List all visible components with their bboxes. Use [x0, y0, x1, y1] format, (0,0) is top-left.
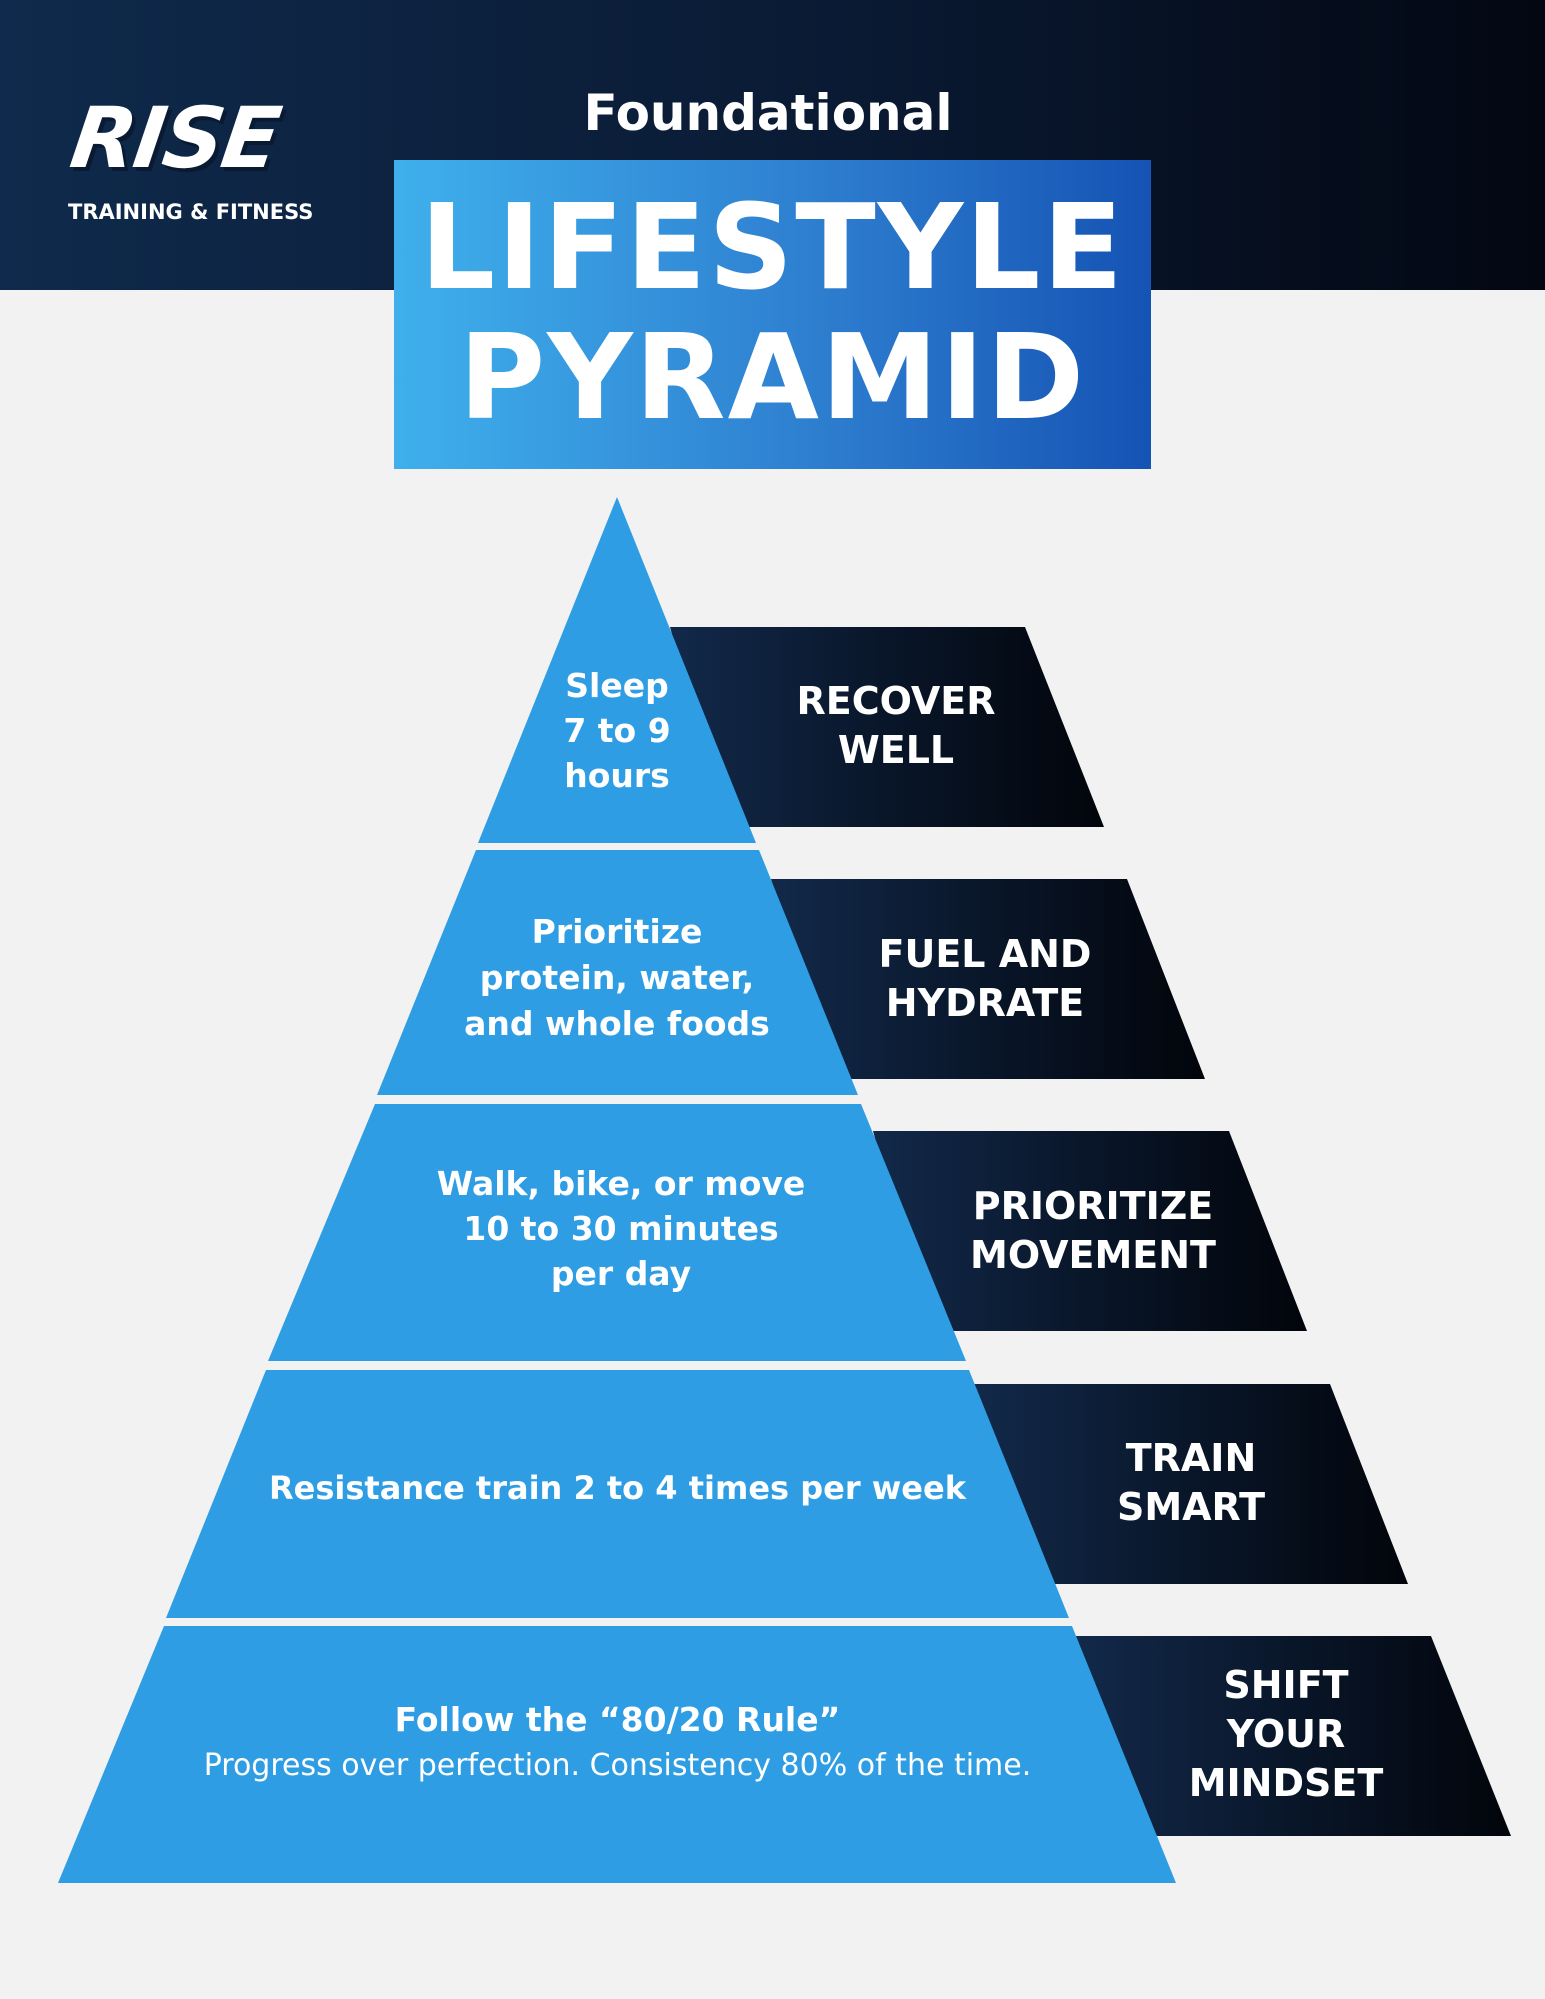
tier-1-line-3: hours: [564, 756, 670, 795]
tier-3-line-1: Walk, bike, or move: [436, 1164, 806, 1203]
label-recover-well-line-1: RECOVER: [796, 679, 996, 723]
rise-logo: RISE TRAINING & FITNESS: [65, 89, 313, 236]
tier-5-subtext: Progress over perfection. Consistency 80…: [203, 1748, 1032, 1783]
label-fuel-line-2: HYDRATE: [885, 981, 1085, 1025]
title-box: LIFESTYLE PYRAMID: [394, 160, 1151, 469]
label-shape-shift-your-mindset: [1076, 1636, 1511, 1836]
label-shape-fuel-and-hydrate: [771, 879, 1205, 1079]
label-fuel-line-1: FUEL AND: [878, 932, 1092, 976]
label-shape-prioritize-movement: [873, 1131, 1307, 1331]
tier-3-text: Walk, bike, or move 10 to 30 minutes per…: [371, 1161, 871, 1296]
tier-4-text: Resistance train 2 to 4 times per week: [216, 1466, 1019, 1510]
label-movement-line-2: MOVEMENT: [970, 1233, 1216, 1277]
title-line-1: LIFESTYLE: [419, 178, 1126, 316]
logo-subtitle: TRAINING & FITNESS: [68, 200, 314, 224]
title-line-2: PYRAMID: [458, 308, 1087, 446]
label-mindset-line-3: MINDSET: [1188, 1761, 1384, 1805]
tier-2-line-1: Prioritize: [531, 912, 703, 951]
title-kicker-text: Foundational: [583, 84, 953, 142]
pyramid-tier-2: [377, 850, 858, 1095]
tier-1-text: Sleep 7 to 9 hours: [517, 663, 717, 798]
tier-2-line-3: and whole foods: [464, 1004, 770, 1043]
label-fuel-and-hydrate: FUEL AND HYDRATE: [835, 930, 1135, 1028]
label-mindset-line-1: SHIFT: [1223, 1663, 1349, 1707]
tier-3-line-3: per day: [550, 1254, 692, 1293]
label-prioritize-movement: PRIORITIZE MOVEMENT: [943, 1182, 1243, 1280]
label-train-line-1: TRAIN: [1125, 1436, 1257, 1480]
tier-4-line-1: Resistance train 2 to 4 times per week: [269, 1469, 966, 1507]
tier-3-line-2: 10 to 30 minutes: [463, 1209, 779, 1248]
label-train-smart: TRAIN SMART: [1041, 1434, 1341, 1532]
tier-5-line-1: Follow the “80/20 Rule”: [394, 1700, 841, 1739]
pyramid-tier-5: [58, 1626, 1176, 1883]
label-mindset-line-2: YOUR: [1226, 1712, 1346, 1756]
label-movement-line-1: PRIORITIZE: [972, 1184, 1214, 1228]
pyramid-tier-3: [268, 1104, 966, 1361]
pyramid-tier-1: [478, 497, 756, 843]
title-kicker: Foundational: [0, 84, 1545, 142]
tier-1-line-1: Sleep: [565, 666, 669, 705]
tier-5-text: Follow the “80/20 Rule” Progress over pe…: [120, 1697, 1115, 1789]
tier-1-line-2: 7 to 9: [563, 711, 671, 750]
label-recover-well: RECOVER WELL: [746, 677, 1046, 775]
label-recover-well-line-2: WELL: [837, 728, 955, 772]
label-shape-train-smart: [974, 1384, 1408, 1584]
tier-2-line-2: protein, water,: [479, 958, 755, 997]
label-shape-recover-well: [670, 627, 1104, 827]
label-train-line-2: SMART: [1116, 1485, 1266, 1529]
pyramid-tier-4: [166, 1370, 1069, 1618]
label-shift-your-mindset: SHIFT YOUR MINDSET: [1136, 1661, 1436, 1808]
tier-2-text: Prioritize protein, water, and whole foo…: [417, 909, 817, 1047]
